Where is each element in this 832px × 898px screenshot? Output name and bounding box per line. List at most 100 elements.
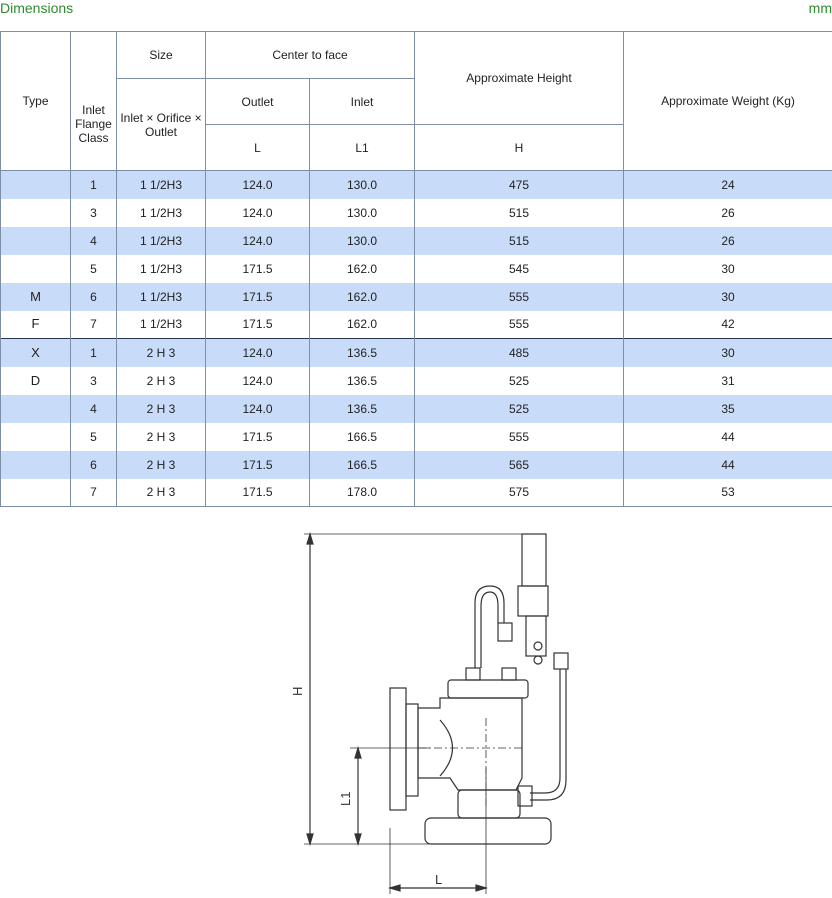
l-cell: 124.0 — [205, 338, 310, 367]
l-cell: 171.5 — [205, 310, 310, 339]
table-row: X 1 2 H 3 124.0 136.5 485 30 — [0, 338, 832, 367]
table-row: 4 1 1/2H3 124.0 130.0 515 26 — [0, 226, 832, 255]
table-row: D 3 2 H 3 124.0 136.5 525 31 — [0, 366, 832, 395]
l1-cell: 166.5 — [309, 422, 415, 451]
pilot-tube — [474, 585, 505, 668]
flange-class-header: Inlet Flange Class — [70, 31, 117, 171]
class-cell: 6 — [70, 282, 117, 311]
type-cell — [0, 450, 71, 479]
l-cell: 171.5 — [205, 282, 310, 311]
weight-cell: 44 — [623, 422, 832, 451]
bonnet-nut — [465, 667, 481, 681]
type-cell — [0, 170, 71, 199]
page-header: Dimensions mm — [0, 0, 832, 20]
arrow-icon — [475, 884, 489, 892]
page-title: Dimensions — [0, 0, 74, 16]
type-cell — [0, 198, 71, 227]
table-row: 6 2 H 3 171.5 166.5 565 44 — [0, 450, 832, 479]
pilot-fitting — [553, 652, 569, 670]
pilot-spring-housing — [521, 533, 547, 587]
table-row: 5 2 H 3 171.5 166.5 555 44 — [0, 422, 832, 451]
table-row: 3 1 1/2H3 124.0 130.0 515 26 — [0, 198, 832, 227]
unit-label: mm — [808, 0, 832, 16]
size-cell: 2 H 3 — [116, 366, 206, 395]
outlet-neck — [457, 789, 521, 819]
h-cell: 545 — [414, 254, 624, 283]
l-cell: 171.5 — [205, 478, 310, 507]
class-cell: 6 — [70, 450, 117, 479]
pilot-assembly — [474, 533, 569, 807]
l1-cell: 178.0 — [309, 478, 415, 507]
l1-cell: 130.0 — [309, 226, 415, 255]
class-cell: 1 — [70, 170, 117, 199]
weight-cell: 35 — [623, 394, 832, 423]
pilot-tube-inner — [480, 591, 499, 668]
h-cell: 515 — [414, 198, 624, 227]
type-cell — [0, 394, 71, 423]
valve-dimension-drawing: H L1 L — [290, 531, 569, 894]
center-to-face-header: Center to face — [205, 31, 415, 79]
class-cell: 4 — [70, 226, 117, 255]
sense-line-inner — [530, 669, 567, 801]
table-row: F 7 1 1/2H3 171.5 162.0 555 42 — [0, 310, 832, 339]
h-cell: 555 — [414, 422, 624, 451]
l-cell: 124.0 — [205, 226, 310, 255]
size-cell: 1 1/2H3 — [116, 226, 206, 255]
inlet-neck — [405, 703, 419, 797]
dimensions-table: Type Inlet Flange Class Size Center to f… — [0, 31, 832, 507]
l1-cell: 130.0 — [309, 198, 415, 227]
table-row: 4 2 H 3 124.0 136.5 525 35 — [0, 394, 832, 423]
arrow-icon — [387, 884, 401, 892]
weight-cell: 44 — [623, 450, 832, 479]
class-cell: 7 — [70, 478, 117, 507]
class-cell: 7 — [70, 310, 117, 339]
l-cell: 171.5 — [205, 422, 310, 451]
label-l: L — [435, 872, 442, 887]
h-cell: 555 — [414, 282, 624, 311]
type-cell — [0, 254, 71, 283]
weight-cell: 30 — [623, 338, 832, 367]
class-cell: 5 — [70, 254, 117, 283]
class-cell: 4 — [70, 394, 117, 423]
arrow-icon — [354, 745, 362, 759]
l-cell: 124.0 — [205, 198, 310, 227]
table-body: 1 1 1/2H3 124.0 130.0 475 24 3 1 1/2H3 1… — [0, 170, 832, 507]
size-cell: 2 H 3 — [116, 478, 206, 507]
label-l1: L1 — [338, 792, 353, 806]
l1-cell: 162.0 — [309, 310, 415, 339]
type-cell — [0, 478, 71, 507]
l1-cell: 162.0 — [309, 282, 415, 311]
weight-cell: 31 — [623, 366, 832, 395]
sense-line — [530, 669, 561, 794]
type-letter-f: F — [0, 310, 71, 339]
weight-cell: 42 — [623, 310, 832, 339]
size-cell: 1 1/2H3 — [116, 310, 206, 339]
h-cell: 565 — [414, 450, 624, 479]
symbol-l1-header: L1 — [309, 124, 415, 171]
class-cell: 5 — [70, 422, 117, 451]
approx-weight-header: Approximate Weight (Kg) — [623, 31, 832, 171]
weight-cell: 30 — [623, 282, 832, 311]
type-letter-x: X — [0, 338, 71, 367]
class-cell: 1 — [70, 338, 117, 367]
table-row: 1 1 1/2H3 124.0 130.0 475 24 — [0, 170, 832, 199]
l1-cell: 136.5 — [309, 338, 415, 367]
class-cell: 3 — [70, 366, 117, 395]
weight-cell: 24 — [623, 170, 832, 199]
size-cell: 2 H 3 — [116, 394, 206, 423]
valve-body — [389, 667, 552, 845]
inlet-flange — [389, 687, 407, 811]
approx-height-header: Approximate Height — [414, 31, 624, 125]
type-cell — [0, 422, 71, 451]
l-cell: 124.0 — [205, 170, 310, 199]
h-cell: 475 — [414, 170, 624, 199]
size-cell: 1 1/2H3 — [116, 254, 206, 283]
symbol-h-header: H — [414, 124, 624, 171]
type-letter-m: M — [0, 282, 71, 311]
table-row: 7 2 H 3 171.5 178.0 575 53 — [0, 478, 832, 507]
l1-cell: 166.5 — [309, 450, 415, 479]
pilot-port — [533, 641, 543, 651]
pilot-port — [533, 655, 543, 665]
symbol-l-header: L — [205, 124, 310, 171]
class-cell: 3 — [70, 198, 117, 227]
